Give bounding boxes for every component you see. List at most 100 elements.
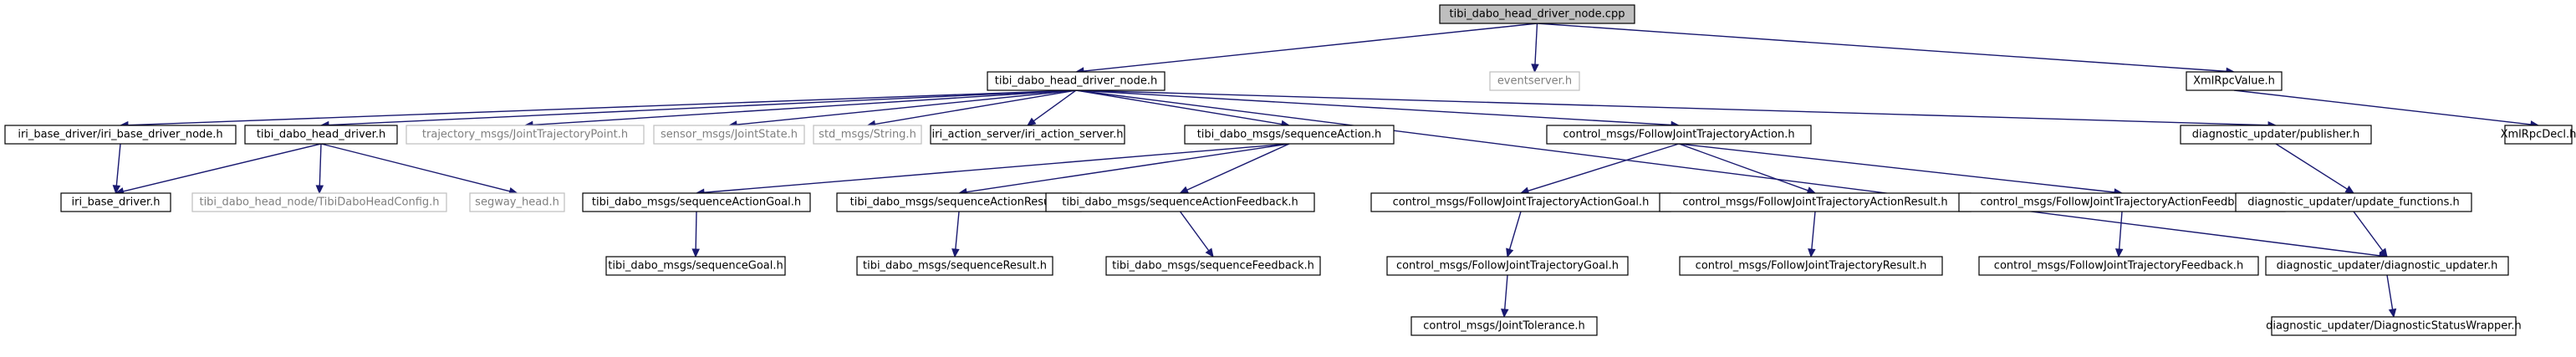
node-tibi-head-driver[interactable]: tibi_dabo_head_driver.h	[244, 125, 398, 145]
edge-tibi_head_driver-to-iri_base_driver	[115, 143, 322, 196]
node-label: control_msgs/FollowJointTrajectoryResult…	[1696, 260, 1927, 273]
node-xmlrpcdecl[interactable]: XmlRpcDecl.h	[2501, 125, 2576, 145]
node-fjt-goal[interactable]: control_msgs/FollowJointTrajectoryAction…	[1370, 192, 1671, 212]
node-box	[4, 125, 237, 145]
node-seq-goal-msg[interactable]: tibi_dabo_msgs/sequenceGoal.h	[605, 256, 786, 276]
node-label: diagnostic_updater/publisher.h	[2192, 129, 2359, 141]
node-root[interactable]: tibi_dabo_head_driver_node.cpp	[1439, 4, 1635, 24]
edge-line	[2118, 211, 2123, 250]
edge-line	[1504, 274, 1508, 310]
node-diag-status-wrapper[interactable]: diagnostic_updater/DiagnosticStatusWrapp…	[2266, 316, 2522, 336]
node-label: control_msgs/FollowJointTrajectoryAction…	[1393, 196, 1650, 209]
node-seq-action[interactable]: tibi_dabo_msgs/sequenceAction.h	[1184, 125, 1395, 145]
edge-hnode-to-std_string	[866, 89, 1077, 129]
edge-line	[1811, 211, 1816, 250]
edge-line	[1186, 143, 1290, 191]
node-box	[1410, 316, 1598, 336]
node-box	[856, 256, 1053, 276]
node-box	[60, 192, 171, 212]
node-fjt-action[interactable]: control_msgs/FollowJointTrajectoryAction…	[1546, 125, 1812, 145]
edge-arrowhead	[2344, 185, 2355, 194]
node-label: control_msgs/FollowJointTrajectoryGoal.h	[1396, 260, 1619, 273]
edge-arrowhead	[1501, 309, 1509, 319]
edge-diag_publisher-to-update_functions	[2275, 143, 2355, 194]
node-fjt-result-msg[interactable]: control_msgs/FollowJointTrajectoryResult…	[1679, 256, 1943, 276]
node-joint-tolerance[interactable]: control_msgs/JointTolerance.h	[1410, 316, 1598, 336]
node-fjt-feedback[interactable]: control_msgs/FollowJointTrajectoryAction…	[1958, 192, 2286, 212]
node-box	[1439, 4, 1635, 24]
edge-hnode-to-fjt_action	[1075, 89, 1681, 130]
node-box	[469, 192, 565, 212]
node-fjt-result[interactable]: control_msgs/FollowJointTrajectoryAction…	[1659, 192, 1972, 212]
node-label: tibi_dabo_msgs/sequenceAction.h	[1197, 129, 1382, 141]
edge-line	[115, 143, 121, 186]
node-box	[2186, 71, 2283, 91]
edge-iri_base_node-to-iri_base_driver	[112, 143, 121, 195]
node-label: tibi_dabo_msgs/sequenceActionFeedback.h	[1062, 196, 1298, 209]
edge-line	[328, 89, 1077, 126]
edge-line	[1075, 89, 1283, 125]
edge-arrowhead	[1205, 247, 1214, 258]
node-action-server[interactable]: iri_action_server/iri_action_server.h	[930, 125, 1125, 145]
edge-arrowhead	[2379, 247, 2388, 258]
node-update-functions[interactable]: diagnostic_updater/update_functions.h	[2235, 192, 2472, 212]
node-seq-feedback[interactable]: tibi_dabo_msgs/sequenceActionFeedback.h	[1045, 192, 1315, 212]
node-box	[1489, 71, 1580, 91]
node-seq-feedback-msg[interactable]: tibi_dabo_msgs/sequenceFeedback.h	[1105, 256, 1321, 276]
edge-arrowhead	[315, 185, 324, 195]
node-box	[1045, 192, 1315, 212]
edge-line	[1678, 143, 1808, 191]
edge-line	[532, 89, 1077, 126]
edge-line	[966, 143, 1290, 193]
edge-arrowhead	[951, 248, 960, 258]
node-label: tibi_dabo_msgs/sequenceActionResult.h	[850, 196, 1069, 209]
node-iri-base-driver[interactable]: iri_base_driver.h	[60, 192, 171, 212]
edge-line	[736, 89, 1077, 125]
nodes-layer: tibi_dabo_head_driver_node.cpp tibi_dabo_…	[4, 4, 2576, 336]
node-seq-goal[interactable]: tibi_dabo_msgs/sequenceActionGoal.h	[582, 192, 811, 212]
edge-hnode-to-iri_base_node	[119, 89, 1077, 130]
edge-seq_action-to-seq_result	[957, 143, 1290, 196]
node-diag-publisher[interactable]: diagnostic_updater/publisher.h	[2180, 125, 2372, 145]
edge-line	[1075, 89, 2380, 257]
node-label: tibi_dabo_head_driver.h	[257, 129, 385, 141]
edge-fjt_action-to-fjt_feedback	[1678, 143, 2124, 196]
node-seq-result[interactable]: tibi_dabo_msgs/sequenceActionResult.h	[836, 192, 1082, 212]
node-box	[1978, 256, 2259, 276]
node-box	[2235, 192, 2472, 212]
node-label: tibi_dabo_head_driver_node.cpp	[1450, 8, 1625, 21]
node-seq-result-msg[interactable]: tibi_dabo_msgs/sequenceResult.h	[856, 256, 1053, 276]
node-box	[2504, 125, 2573, 145]
node-xmlrpcvalue[interactable]: XmlRpcValue.h	[2186, 71, 2283, 91]
edge-arrowhead	[1179, 186, 1190, 194]
node-fjt-feedback-msg[interactable]: control_msgs/FollowJointTrajectoryFeedba…	[1978, 256, 2259, 276]
edge-fjt_result-to-fjt_result_msg	[1808, 211, 1816, 258]
edge-line	[123, 143, 322, 192]
node-label: control_msgs/FollowJointTrajectoryFeedba…	[1994, 260, 2243, 273]
node-fjt-goal-msg[interactable]: control_msgs/FollowJointTrajectoryGoal.h	[1386, 256, 1629, 276]
edge-tibi_head_driver-to-head_config	[315, 143, 324, 195]
node-label: std_msgs/String.h	[819, 129, 916, 141]
node-diag-updater[interactable]: diagnostic_updater/diagnostic_updater.h	[2265, 256, 2509, 276]
node-iri-base-node[interactable]: iri_base_driver/iri_base_driver_node.h	[4, 125, 237, 145]
node-box	[2265, 256, 2509, 276]
edge-fjt_goal_msg-to-joint_tolerance	[1501, 274, 1509, 319]
edge-fjt_goal-to-fjt_goal_msg	[1506, 211, 1522, 258]
node-label: diagnostic_updater/DiagnosticStatusWrapp…	[2266, 320, 2522, 333]
node-label: iri_action_server/iri_action_server.h	[931, 129, 1123, 141]
edge-fjt_feedback-to-fjt_feedback_msg	[2114, 211, 2124, 258]
node-box	[1105, 256, 1321, 276]
edge-arrowhead	[2114, 248, 2124, 258]
edge-fjt_action-to-fjt_goal	[1519, 143, 1680, 195]
edge-xmlrpcvalue-to-xmlrpcdecl	[2233, 89, 2540, 129]
node-label: tibi_dabo_head_node/TibiDaboHeadConfig.h	[199, 196, 439, 209]
node-hnode[interactable]: tibi_dabo_head_driver_node.h	[987, 71, 1166, 91]
node-box	[2271, 316, 2517, 336]
node-eventserver: eventserver.h	[1489, 71, 1580, 91]
edge-line	[1179, 211, 1210, 252]
node-label: segway_head.h	[475, 196, 559, 209]
edge-seq_result-to-seq_result_msg	[951, 211, 960, 258]
edge-line	[703, 143, 1290, 193]
node-segway-head: segway_head.h	[469, 192, 565, 212]
